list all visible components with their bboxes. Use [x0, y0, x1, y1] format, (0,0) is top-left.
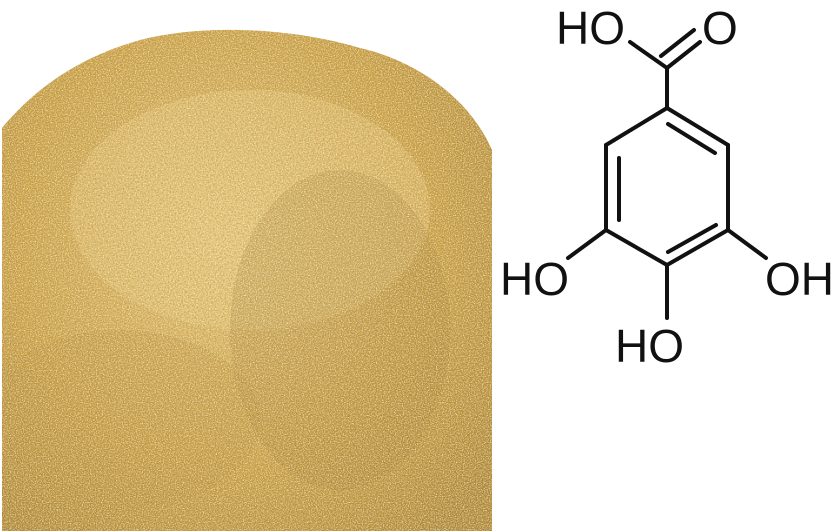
bond-ring-3 — [665, 228, 730, 267]
bond-carbonyl-1 — [665, 40, 702, 70]
atom-label-hydroxyl-left: HO — [500, 253, 569, 305]
bond-ring-double-2 — [666, 223, 718, 254]
atom-label-hydroxyl-bottom: HO — [615, 320, 684, 372]
bond-ring-1 — [665, 106, 730, 147]
atom-label-carboxyl-oh: HO — [556, 2, 625, 54]
molecule-structure: HO O HO OH HO — [500, 2, 834, 372]
bond-carboxyl-oh — [628, 40, 669, 70]
bond-hydroxyl-left — [566, 228, 608, 260]
bond-hydroxyl-right — [726, 228, 768, 260]
bond-ring-4 — [604, 228, 669, 267]
powder-photo — [2, 29, 492, 531]
bond-ring-6 — [604, 106, 669, 147]
bond-ring-double-1 — [666, 122, 717, 155]
atom-label-carbonyl-o: O — [702, 2, 738, 54]
bond-carbonyl-2 — [659, 28, 696, 58]
atom-label-hydroxyl-right: OH — [765, 253, 834, 305]
powder-dark-texture — [2, 29, 492, 531]
